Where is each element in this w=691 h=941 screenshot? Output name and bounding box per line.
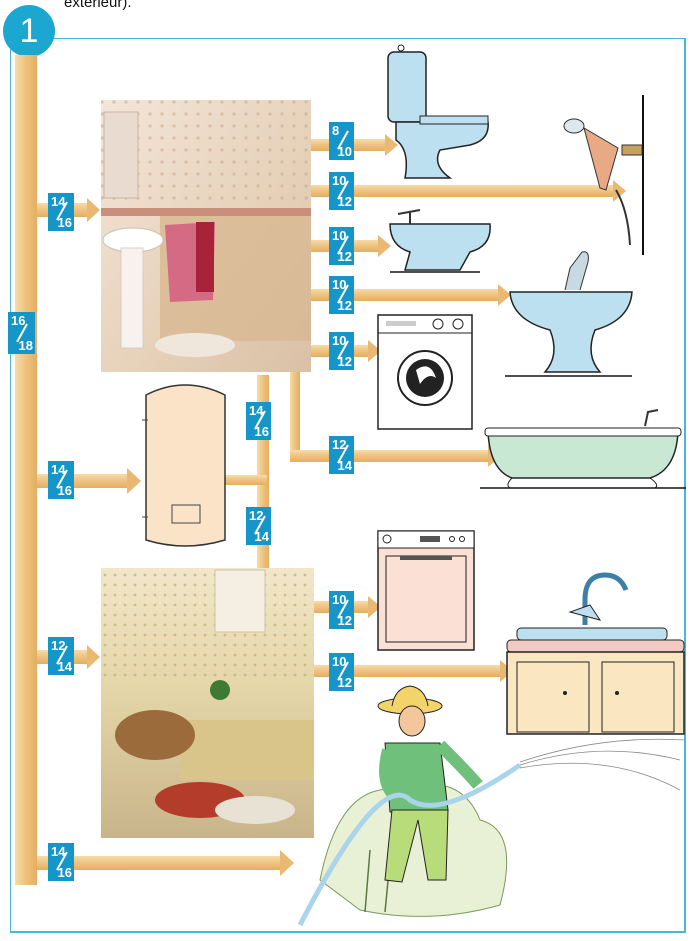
water-heater-icon xyxy=(142,384,226,547)
basin-diameter-label: 10 12 xyxy=(329,276,354,314)
kitchen-sink-icon xyxy=(506,572,685,735)
dishwasher-icon xyxy=(377,530,475,651)
main-pipe xyxy=(15,55,37,885)
gardener-icon xyxy=(297,685,686,927)
bidet-diameter-label: 10 12 xyxy=(329,227,354,265)
kitchen-sink-diameter-label: 10 12 xyxy=(329,653,354,691)
diagram-frame xyxy=(10,38,686,933)
heater-diameter-label: 14 16 xyxy=(48,461,74,499)
bathtub-icon xyxy=(480,409,686,489)
hot-riser-top-diameter-label: 14 16 xyxy=(246,402,271,440)
washing-machine-diameter-label: 10 12 xyxy=(329,332,354,370)
shower-diameter-label: 10 12 xyxy=(329,172,354,210)
figure-number-badge: 1 xyxy=(3,5,55,57)
bathroom-diameter-label: 14 16 xyxy=(48,193,74,231)
washing-machine-icon xyxy=(377,314,473,430)
bathroom-photo xyxy=(101,100,311,372)
main-diameter-label: 16 18 xyxy=(8,312,35,354)
caption-text: extérieur). xyxy=(64,0,132,11)
basin-icon xyxy=(505,251,633,377)
dishwasher-diameter-label: 10 12 xyxy=(329,591,354,629)
wc-icon xyxy=(387,44,489,179)
shower-icon xyxy=(563,95,644,255)
wc-diameter-label: 8 10 xyxy=(329,122,354,160)
outdoor-diameter-label: 14 16 xyxy=(48,843,74,881)
hot-riser-bottom-diameter-label: 12 14 xyxy=(246,507,271,545)
kitchen-photo xyxy=(101,568,314,838)
bidet-icon xyxy=(389,209,491,273)
bathtub-diameter-label: 12 14 xyxy=(329,436,354,474)
kitchen-diameter-label: 12 14 xyxy=(48,637,74,675)
